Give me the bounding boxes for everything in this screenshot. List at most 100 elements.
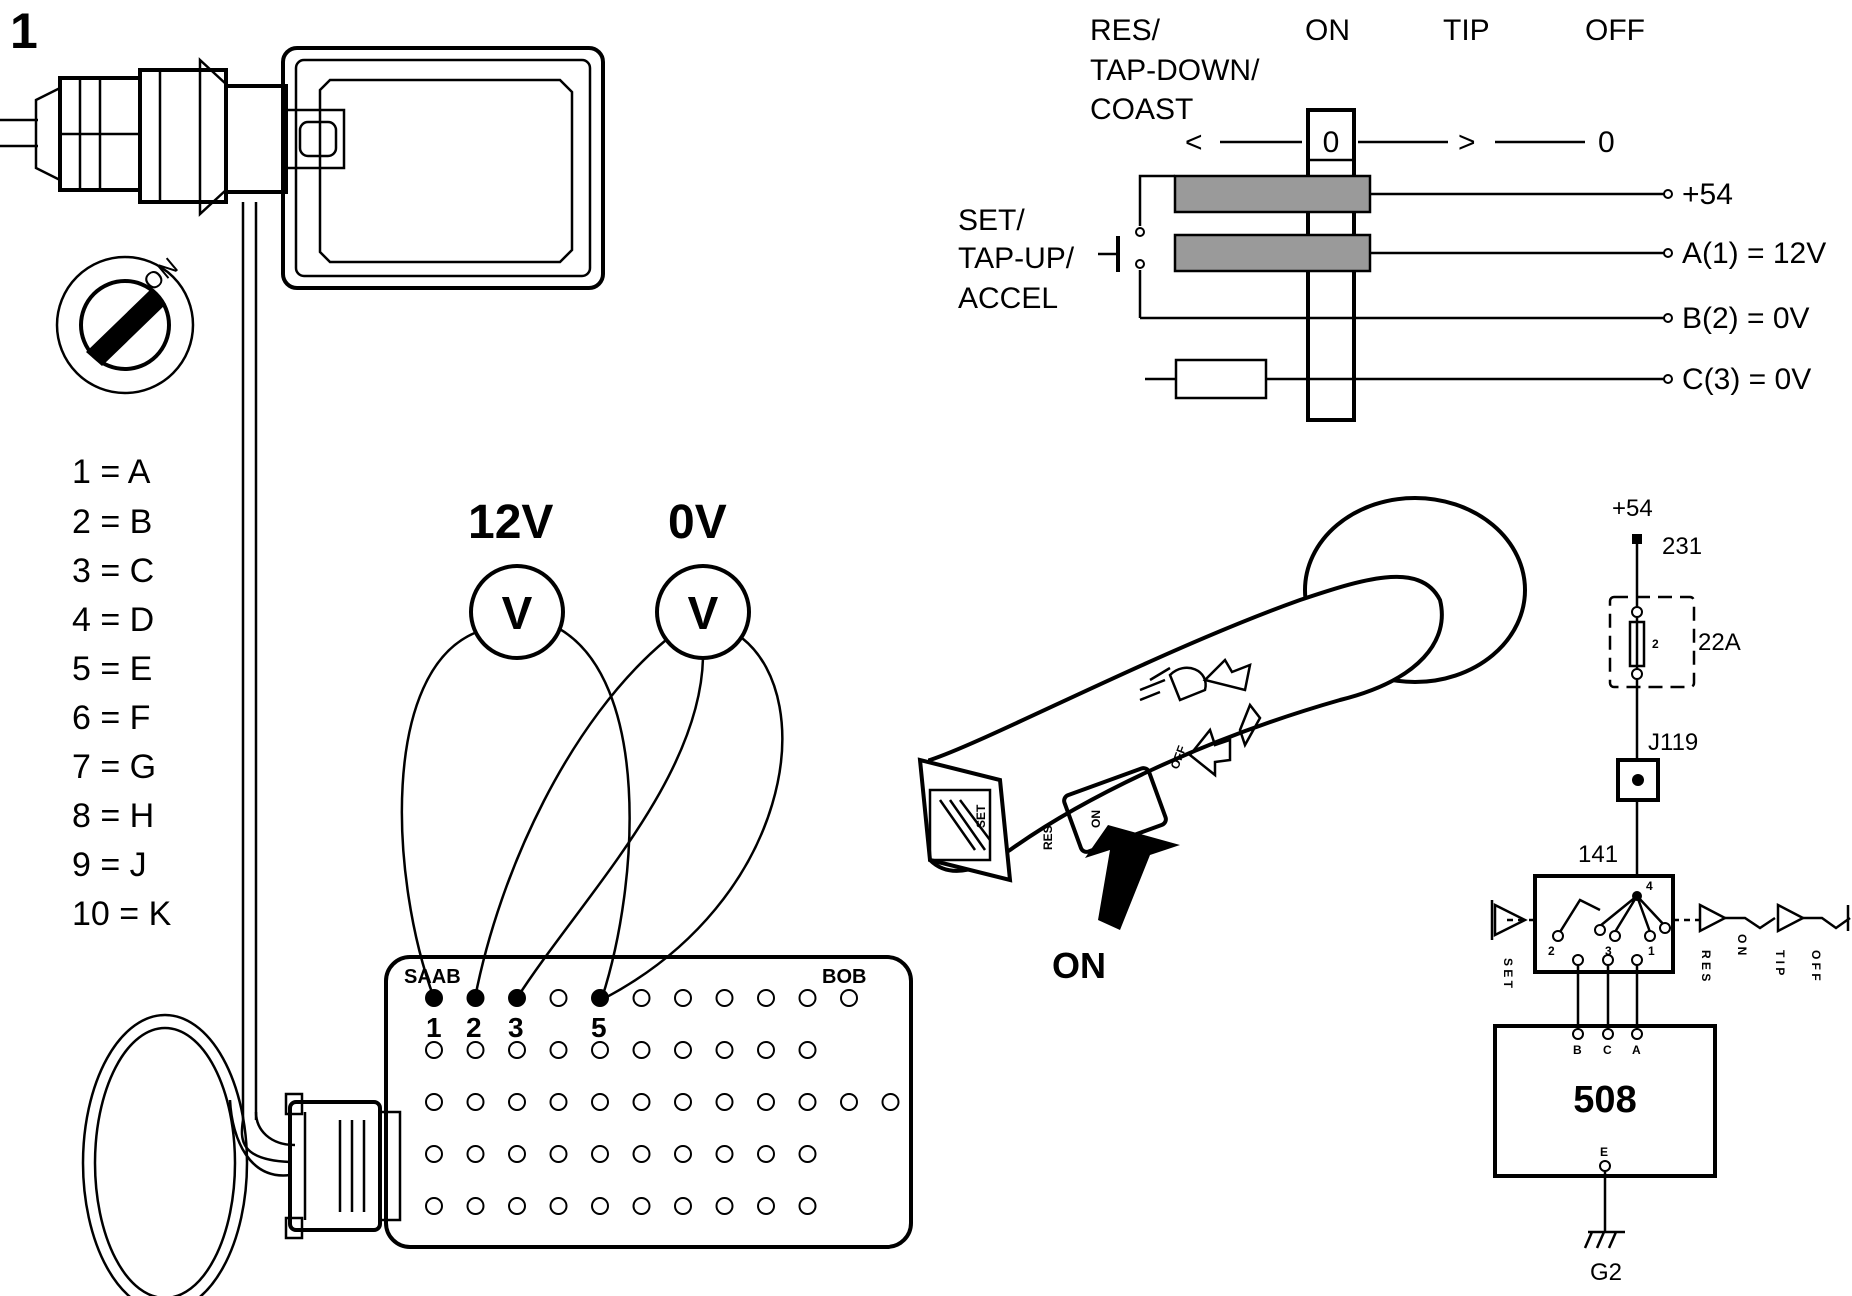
breakout-hole	[466, 1093, 485, 1111]
breakout-hole	[466, 1041, 485, 1059]
breakout-hole	[466, 989, 485, 1007]
breakout-pin-label: 1	[426, 1012, 442, 1043]
position-label: TAP-DOWN/	[1090, 54, 1260, 87]
pin-map-row: 6 = F	[72, 699, 150, 737]
switch-outputs: +54 A(1) = 12V B(2) = 0V C(3) = 0V	[1682, 178, 1826, 396]
breakout-hole	[632, 1041, 651, 1059]
breakout-box: SAAB BOB 1 2 3 5	[384, 955, 913, 1249]
schematic: +54 231 2 22A J119 141 4 2 3 1	[1490, 495, 1851, 1286]
set-label: SET/	[958, 204, 1025, 237]
breakout-hole	[508, 1197, 526, 1215]
set-button-label: SET/ TAP-UP/ ACCEL	[958, 204, 1075, 315]
switch-id-label: 141	[1578, 841, 1618, 868]
breakout-hole	[591, 1145, 609, 1163]
switch-position-label: O F F	[1809, 950, 1823, 981]
breakout-hole	[674, 1197, 692, 1215]
breakout-hole	[757, 1093, 775, 1111]
breakout-hole	[757, 989, 775, 1007]
pin-map-row: 4 = D	[72, 601, 154, 639]
breakout-brand-right: BOB	[822, 966, 866, 988]
pin-map-row: 1 = A	[72, 453, 151, 491]
cruise-stalk: SET RES ON OFF	[917, 496, 1527, 883]
wire-label: 231	[1662, 533, 1702, 560]
switch-positions-header: RES/ TAP-DOWN/ COAST ON TIP OFF	[1090, 14, 1645, 126]
breakout-hole	[757, 1197, 775, 1215]
set-label: ACCEL	[958, 282, 1058, 315]
db-plug	[284, 1092, 402, 1240]
breakout-pin-label: 5	[591, 1012, 607, 1043]
voltmeter-right: V	[655, 564, 751, 660]
voltmeter-right-reading: 0V	[668, 496, 727, 549]
breakout-hole	[715, 989, 734, 1007]
breakout-pin-label: 2	[466, 1012, 482, 1043]
ecu-pin: B	[1573, 1043, 1582, 1057]
breakout-hole	[549, 1041, 568, 1059]
breakout-hole	[425, 989, 443, 1007]
breakout-hole	[549, 1145, 568, 1163]
breakout-hole	[715, 1041, 734, 1059]
switch-position-label: S E T	[1501, 958, 1515, 989]
breakout-hole	[632, 1093, 651, 1111]
output-label: C(3) = 0V	[1682, 363, 1811, 396]
breakout-hole	[591, 1041, 609, 1059]
breakout-hole	[674, 1145, 692, 1163]
breakout-hole	[798, 989, 817, 1007]
fuse-label: 22A	[1698, 629, 1741, 656]
stalk-mark: SET	[974, 804, 988, 828]
breakout-hole	[840, 989, 858, 1007]
output-label: A(1) = 12V	[1682, 237, 1826, 270]
ecu-label: 508	[1573, 1079, 1636, 1121]
figure-number: 1	[10, 3, 38, 59]
voltmeter-symbol: V	[502, 587, 533, 639]
breakout-brand-left: SAAB	[404, 966, 461, 988]
breakout-hole	[591, 1093, 609, 1111]
switch-position-label: T I P	[1773, 950, 1787, 975]
pin-map-row: 7 = G	[72, 748, 156, 786]
test-cable	[81, 202, 296, 1296]
voltmeter-left: V	[469, 564, 565, 660]
switch-pin: 1	[1648, 944, 1655, 958]
breakout-hole	[508, 1093, 526, 1111]
probe-wires	[400, 626, 784, 1000]
breakout-hole	[798, 1145, 817, 1163]
ecu-pin: E	[1600, 1145, 1608, 1159]
junction-label: J119	[1648, 729, 1698, 756]
ecu-pin: A	[1632, 1043, 1641, 1057]
breakout-hole	[591, 1197, 609, 1215]
voltmeter-left-reading: 12V	[468, 496, 553, 549]
breakout-hole	[425, 1197, 443, 1215]
switch-pin: 2	[1548, 944, 1555, 958]
breakout-hole	[549, 989, 568, 1007]
switch-pin: 3	[1605, 944, 1612, 958]
breakout-hole	[425, 1145, 443, 1163]
arrow-left: <	[1185, 126, 1203, 159]
output-label: B(2) = 0V	[1682, 302, 1810, 335]
control-module	[281, 46, 605, 290]
breakout-hole	[881, 1093, 900, 1111]
stalk-mark: RES	[1041, 825, 1055, 850]
breakout-hole	[715, 1093, 734, 1111]
plug-connector	[0, 57, 346, 217]
breakout-hole	[674, 1093, 692, 1111]
switch-contacts	[1098, 174, 1673, 400]
breakout-hole	[632, 1197, 651, 1215]
breakout-hole	[798, 1197, 817, 1215]
switch-position-label: O N	[1735, 934, 1749, 955]
pin-map-row: 10 = K	[72, 895, 172, 933]
breakout-hole	[425, 1093, 443, 1111]
output-label: +54	[1682, 178, 1733, 211]
pin-map-row: 8 = H	[72, 797, 154, 835]
position-label: RES/	[1090, 14, 1161, 47]
pin-map: 1 = A 2 = B 3 = C 4 = D 5 = E 6 = F 7 = …	[72, 453, 172, 933]
fuse-number: 2	[1652, 637, 1659, 651]
breakout-hole	[425, 1041, 443, 1059]
breakout-pin-label: 3	[508, 1012, 524, 1043]
action-on-label: ON	[1052, 945, 1106, 986]
ground-label: G2	[1590, 1259, 1622, 1286]
breakout-hole	[508, 989, 526, 1007]
arrow-end: 0	[1598, 126, 1615, 159]
position-label: OFF	[1585, 14, 1645, 47]
breakout-hole	[798, 1041, 817, 1059]
breakout-hole	[674, 1041, 692, 1059]
